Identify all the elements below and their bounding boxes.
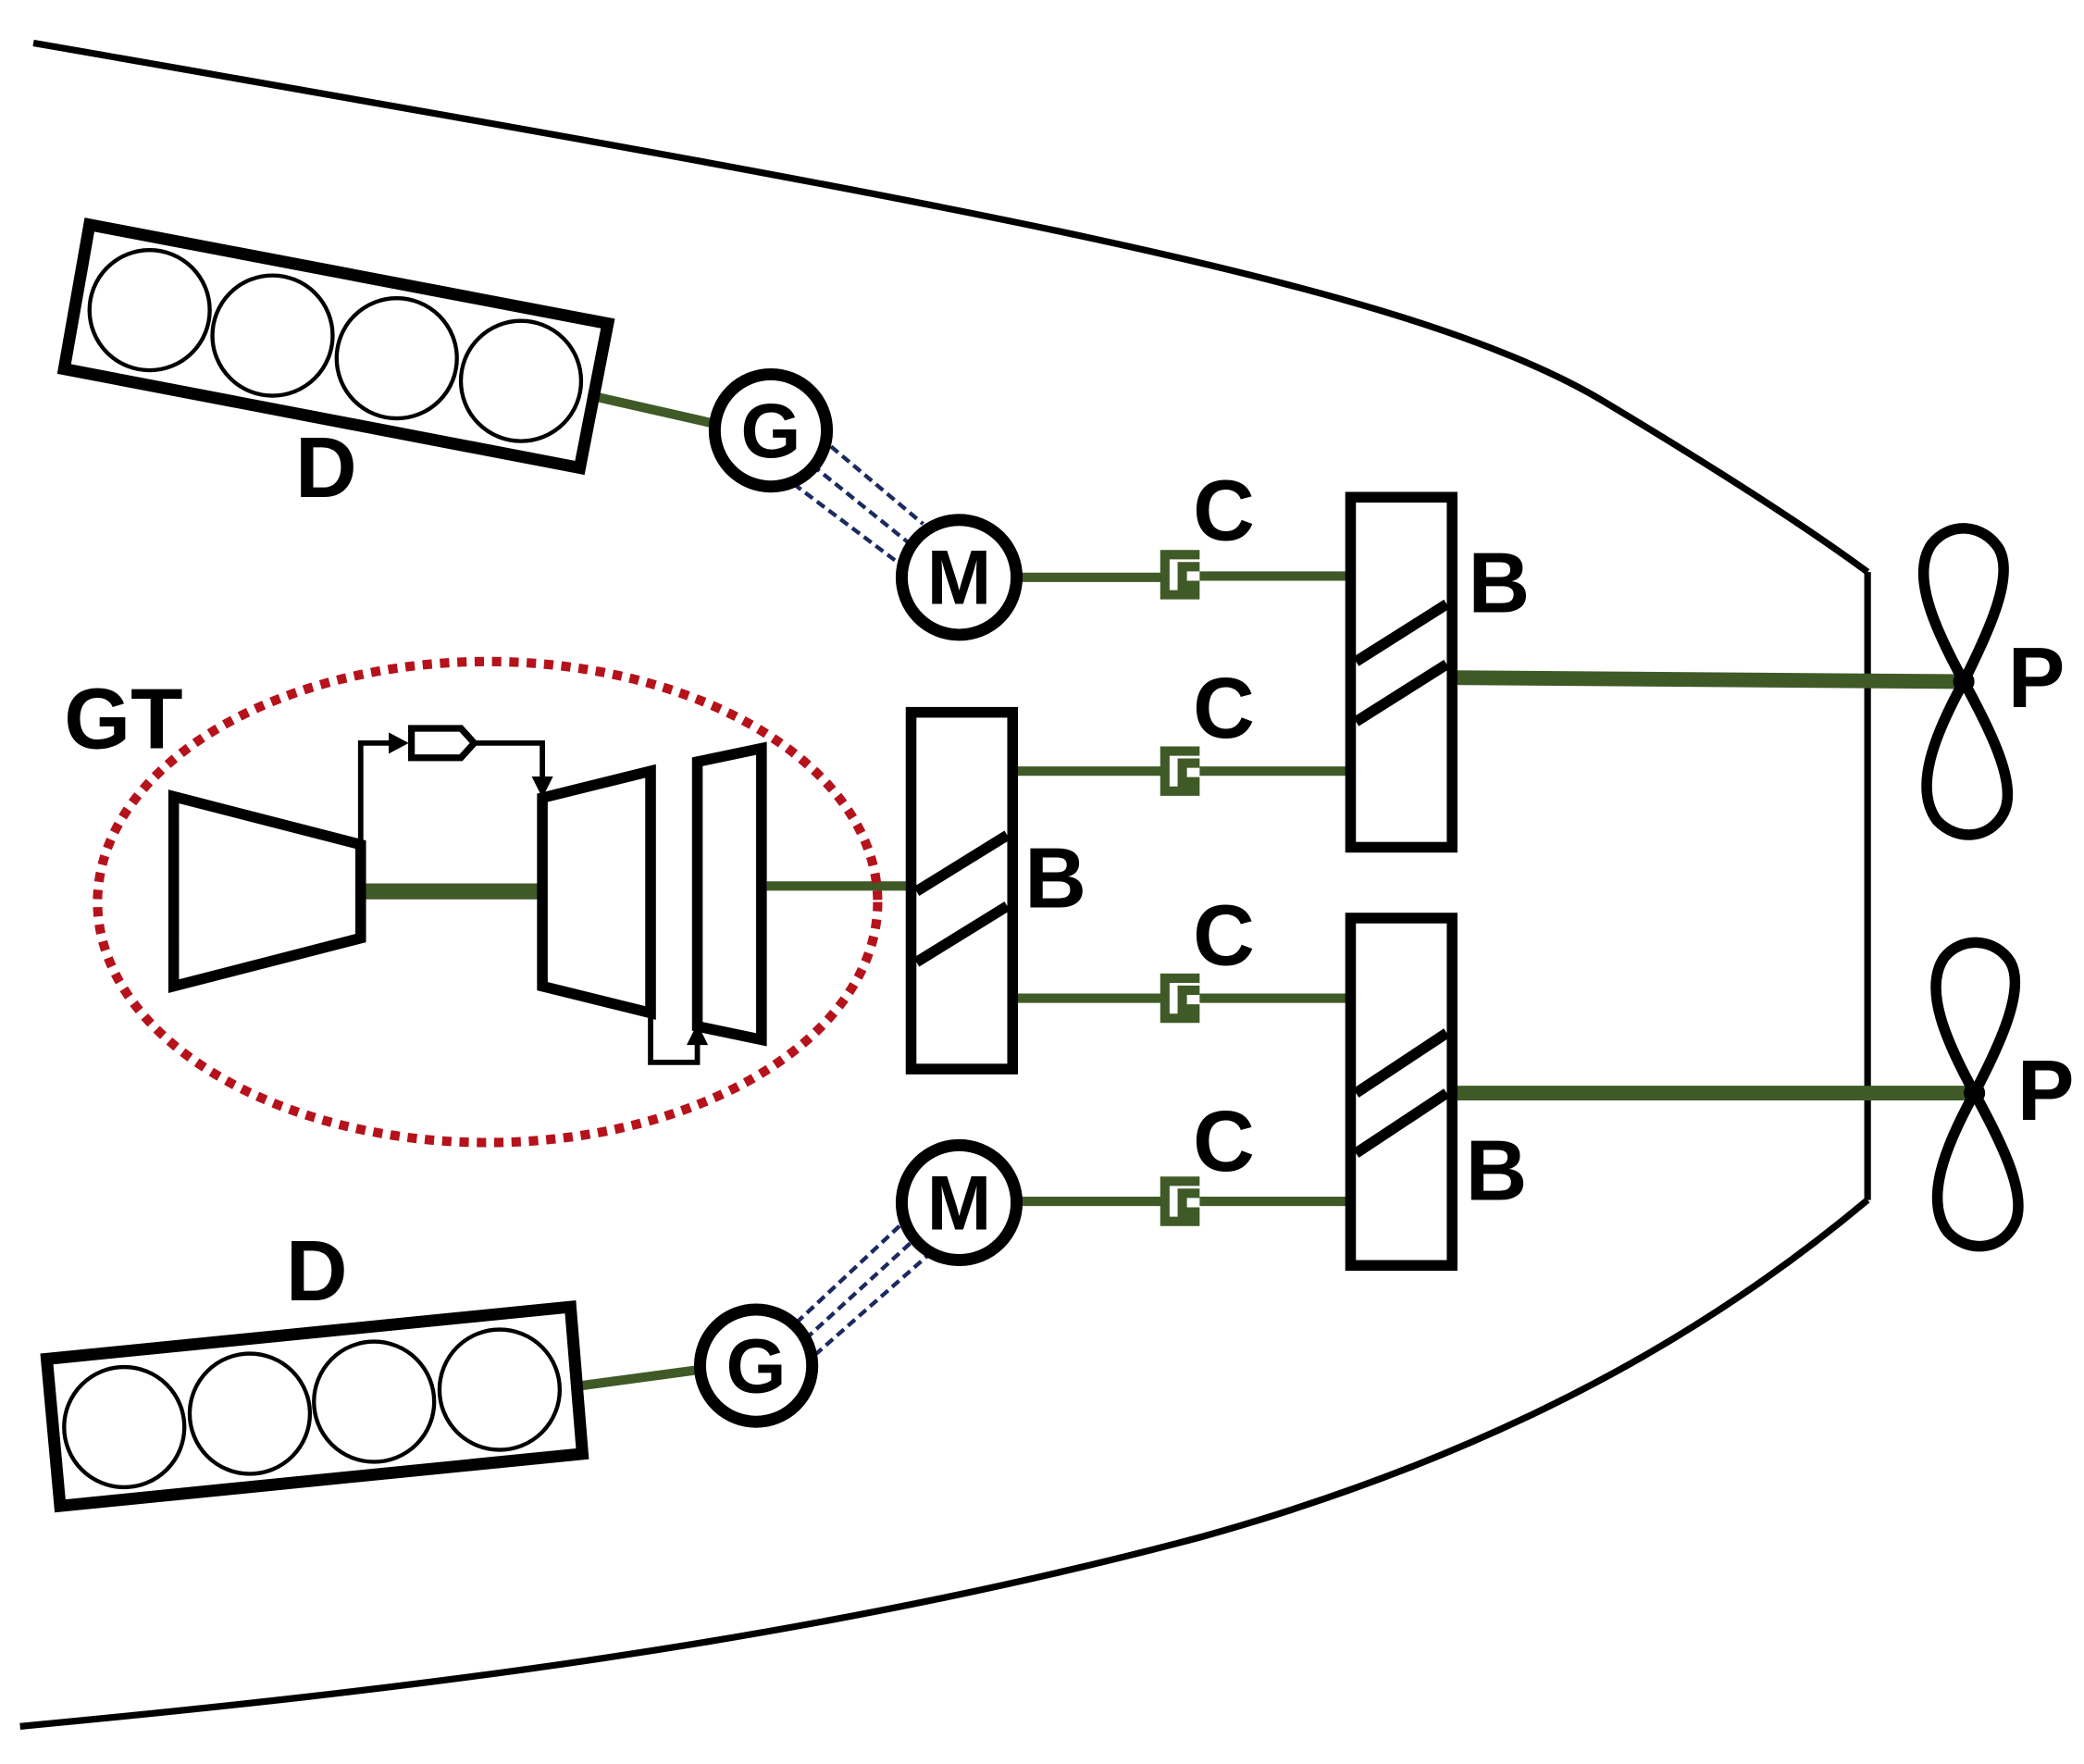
gas-path-arrows — [389, 732, 709, 1046]
generator-top — [708, 367, 834, 493]
propeller-bottom-blade-upper — [1930, 937, 2021, 1105]
gas-path — [357, 725, 701, 1065]
label-motor-bottom: M — [927, 1159, 992, 1246]
gearbox-bottom-gear-line — [1353, 1028, 1450, 1098]
label-gearbox-gt: B — [1024, 829, 1086, 925]
gas-path-to-combustor — [357, 739, 393, 845]
propeller-top-blade-upper — [1917, 523, 2009, 693]
label-propeller-top: P — [2008, 629, 2065, 726]
gearbox-gt-frame — [905, 706, 1019, 1075]
label-clutch-4: C — [1193, 1093, 1255, 1189]
gearbox-gt — [905, 706, 1019, 1075]
cylinder — [187, 1351, 313, 1476]
arrow-head — [687, 1024, 709, 1046]
clutch-3 — [1160, 973, 1200, 1024]
label-clutch-3: C — [1193, 888, 1255, 984]
cable-top-2 — [811, 463, 910, 545]
label-generator-bottom: G — [726, 1322, 787, 1409]
hull-upper-line — [32, 39, 1870, 575]
cylinder — [437, 1327, 563, 1452]
label-clutch-1: C — [1193, 462, 1255, 558]
label-clutch-2: C — [1193, 660, 1255, 756]
gas-path-from-combustor — [473, 739, 545, 782]
clutches — [1160, 550, 1200, 1226]
gearbox-top — [1345, 491, 1458, 853]
cylinder — [458, 318, 584, 443]
clutch-4 — [1160, 1176, 1200, 1226]
label-gearbox-top: B — [1469, 534, 1531, 630]
propeller-top-hub — [1953, 670, 1975, 693]
cylinder — [312, 1339, 437, 1464]
propeller-top — [1917, 523, 2014, 840]
propeller-bottom — [1930, 937, 2024, 1252]
shafts — [363, 390, 1975, 1391]
motor-bottom — [895, 1138, 1023, 1267]
cable-bottom-3 — [813, 1254, 929, 1357]
clutch-2 — [1160, 746, 1200, 796]
motor-top — [895, 514, 1023, 641]
shaft-diesel-bottom-generator — [580, 1364, 701, 1391]
diesel-engine-top — [56, 217, 615, 476]
clutch-1 — [1160, 550, 1200, 600]
hull-lower-line — [19, 1197, 1870, 1730]
propellers — [1917, 523, 2024, 1252]
cable-top-1 — [829, 444, 924, 526]
power-turbine — [691, 741, 767, 1047]
propeller-bottom-blade-lower — [1931, 1082, 2024, 1252]
propeller-shaft-top — [1453, 670, 1965, 689]
propeller-top-blade-lower — [1921, 670, 2014, 840]
cable-top-3 — [792, 482, 898, 564]
label-diesel-bottom: D — [286, 1223, 348, 1319]
label-motor-top: M — [927, 534, 992, 621]
gas-generator-turbine — [537, 764, 656, 1020]
gas-path-interturbine — [648, 1012, 701, 1065]
arrow-head — [531, 776, 553, 799]
cylinder — [87, 248, 212, 373]
gearbox-bottom-gear-line — [1353, 1088, 1450, 1158]
label-gearbox-bottom: B — [1466, 1123, 1528, 1219]
gearbox-top-gear-line — [1353, 599, 1450, 666]
gas-turbine-boundary — [93, 656, 883, 1148]
gearbox-top-gear-line — [1353, 659, 1450, 727]
cylinder — [62, 1364, 187, 1490]
gearbox-gt-gear-line — [913, 901, 1011, 967]
arrow-head — [389, 732, 409, 754]
electric-links — [792, 444, 929, 1357]
gearboxes — [905, 491, 1458, 1272]
compressor — [167, 789, 366, 994]
label-propeller-bottom: P — [2017, 1042, 2075, 1138]
labels: GT D D G G M M C C C C B B B P P — [64, 387, 2074, 1410]
gearbox-gt-gear-line — [913, 830, 1011, 897]
cable-bottom-2 — [804, 1238, 915, 1341]
cylinder — [210, 273, 335, 398]
cylinder — [334, 295, 459, 421]
label-generator-top: G — [740, 387, 800, 474]
label-gas-turbine: GT — [64, 671, 182, 767]
shaft-diesel-top-generator — [584, 390, 716, 429]
gas-turbine — [93, 656, 883, 1148]
cable-bottom-1 — [794, 1221, 905, 1324]
label-diesel-top: D — [295, 419, 357, 516]
propeller-bottom-hub — [1964, 1082, 1986, 1104]
diesel-engine-bottom — [40, 1299, 589, 1513]
generator-bottom — [693, 1303, 819, 1428]
gearbox-bottom — [1345, 913, 1458, 1272]
combustor — [408, 725, 479, 762]
electric-machines — [693, 367, 1023, 1428]
